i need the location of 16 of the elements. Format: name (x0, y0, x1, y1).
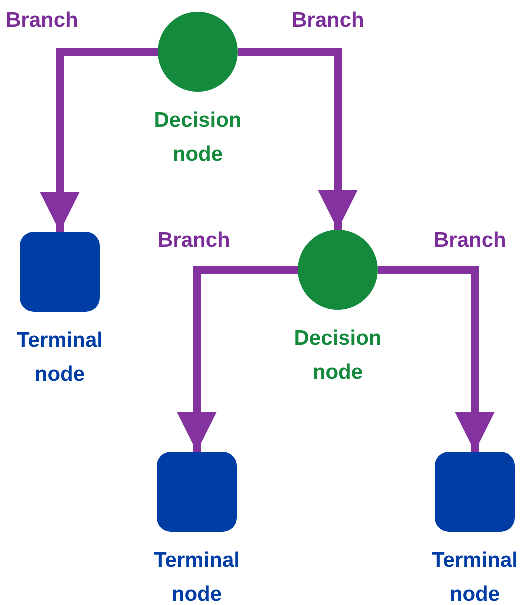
arrow (40, 48, 158, 232)
terminal-square (20, 232, 100, 312)
arrow (177, 266, 298, 452)
edge-label: Branch (6, 10, 78, 31)
node-caption: Terminal node (16, 328, 104, 388)
terminal-square (435, 452, 515, 532)
node-caption: Decision node (153, 108, 243, 168)
arrow (238, 48, 358, 230)
edge-label: Branch (158, 230, 230, 251)
node-caption: Terminal node (153, 548, 241, 605)
node-caption: Decision node (293, 326, 383, 386)
edge-label: Branch (434, 230, 506, 251)
terminal-square (157, 452, 237, 532)
edge-label: Branch (292, 10, 364, 31)
arrow (378, 266, 495, 452)
node-caption: Terminal node (431, 548, 519, 605)
